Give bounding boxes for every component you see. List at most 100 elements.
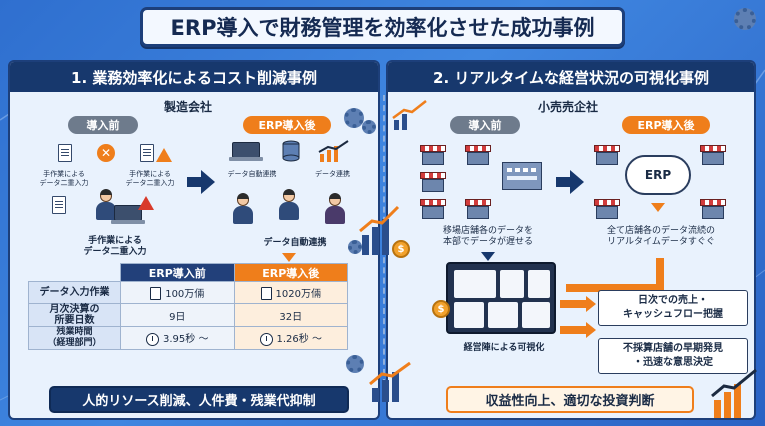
profitability-banner: 収益性向上、適切な投資判断: [446, 386, 694, 413]
comparison-table: ERP導入前 ERP導入後 データ入力作業 100万倆 1020万倆 月次決算の…: [28, 263, 348, 350]
dashboard-chart-card: [454, 302, 484, 328]
dashboard-screen: [446, 262, 556, 334]
flow-arrow: [560, 326, 586, 334]
dashboard-chart-card: [488, 302, 518, 328]
growth-chart-icon: [318, 140, 349, 162]
before-caption: 移場店舗各のデータを 本部でデータが遅せる: [442, 226, 533, 247]
store-icon: [420, 172, 446, 192]
row-after-cell: 1.26秒 ～: [233, 326, 348, 350]
row-label: データ入力作業: [28, 281, 121, 304]
before-pill: 導入前: [68, 116, 138, 134]
growth-chart-icon: [369, 362, 411, 402]
store-icon: [420, 199, 446, 219]
flow-arrow: [566, 284, 664, 292]
error-icon: ✕: [97, 144, 115, 162]
database-icon: [282, 140, 300, 162]
store-icon: [420, 145, 446, 165]
outcome-daily-sales: 日次での売上・ キャッシュフロー把握: [598, 290, 748, 326]
retailer-label: 小売売企社: [538, 100, 599, 114]
dashboard-caption: 経営陣による可視化: [463, 343, 545, 353]
gear-icon: [346, 355, 364, 373]
page-title: ERP導入で財務管理を効率化させた成功事例: [140, 7, 625, 47]
row-after-cell: 1020万倆: [233, 281, 348, 304]
notepad-icon: [150, 287, 162, 301]
down-arrow-icon: [481, 252, 495, 261]
growth-chart-icon: [392, 100, 427, 130]
dashboard-chart-card: [454, 270, 496, 298]
paper-stack-icon: [52, 196, 66, 214]
row-after-value: 32日: [233, 303, 348, 327]
flow-arrow-head: [586, 296, 596, 312]
cost-reduction-banner: 人的リソース削減、人件費・残業代抑制: [49, 386, 349, 413]
outcome-store-decisions: 不採算店舗の早期発見 ・迅速な意思決定: [598, 338, 748, 374]
clock-icon: [259, 332, 273, 346]
row-before-value: 3.95秒 ～: [163, 334, 209, 346]
clock-icon: [146, 332, 160, 346]
headquarters-icon: [502, 162, 542, 190]
before-note-1: 手作業による データ二重入力: [39, 170, 89, 187]
row-before-value: 9日: [120, 303, 235, 327]
after-caption: データ自動連携: [263, 238, 327, 248]
warning-icon: [156, 148, 172, 162]
table-header-row: ERP導入前 ERP導入後: [29, 263, 348, 282]
column-before-header: ERP導入前: [120, 263, 235, 282]
store-icon: [700, 199, 726, 219]
document-icon: [140, 144, 154, 162]
store-icon: [594, 199, 620, 219]
row-after-value: 1020万倆: [275, 288, 321, 300]
cost-reduction-heading: 1. 業務効率化によるコスト削減事例: [10, 62, 378, 92]
table-corner: [29, 264, 121, 282]
row-label: 月次決算の 所要日数: [28, 303, 121, 327]
gear-icon: [344, 108, 364, 128]
after-note-2: データ連携: [315, 170, 350, 178]
before-caption: 手作業による データ二重入力: [83, 236, 147, 257]
growth-chart-icon: [711, 368, 757, 418]
dashboard-chart-card: [500, 270, 524, 298]
store-icon: [700, 145, 726, 165]
staff-illustration: [324, 193, 346, 224]
table-row: 残業時間 （経理部門） 3.95秒 ～ 1.26秒 ～: [28, 326, 348, 350]
growth-chart-icon: [359, 205, 400, 255]
before-pill: 導入前: [450, 116, 520, 134]
store-icon: [594, 145, 620, 165]
flow-arrow: [656, 258, 664, 292]
warning-icon: [138, 196, 154, 210]
visualization-heading: 2. リアルタイムな経営状況の可視化事例: [388, 62, 754, 92]
after-note-1: データ自動連携: [227, 170, 277, 178]
monitor-icon: [229, 142, 263, 161]
down-arrow-icon: [282, 253, 296, 262]
row-before-cell: 100万倆: [120, 281, 235, 304]
transition-arrow-head: [201, 170, 215, 194]
dashboard-pie-card: [522, 302, 550, 328]
transition-arrow-head: [570, 170, 584, 194]
row-before-value: 100万倆: [165, 288, 205, 300]
store-icon: [465, 199, 491, 219]
document-icon: [58, 144, 72, 162]
staff-illustration: [278, 189, 300, 220]
laptop-icon: [111, 205, 145, 224]
down-arrow-icon: [651, 203, 665, 212]
flow-arrow: [560, 300, 586, 308]
row-after-value: 1.26秒 ～: [276, 334, 322, 346]
erp-cloud-icon: ERP: [625, 155, 691, 195]
after-pill: ERP導入後: [622, 116, 710, 134]
gear-icon: [362, 120, 376, 134]
row-before-cell: 3.95秒 ～: [120, 326, 235, 350]
manufacturer-label: 製造会社: [164, 100, 213, 114]
after-caption: 全て店舗各のデータ流続の リアルタイムデータすぐぐ: [606, 226, 715, 247]
flow-arrow-head: [586, 322, 596, 338]
table-row: 月次決算の 所要日数 9日 32日: [28, 303, 348, 327]
dashboard-pie-card: [528, 270, 550, 298]
coin-icon: $: [392, 240, 410, 258]
after-pill: ERP導入後: [243, 116, 331, 134]
column-after-header: ERP導入後: [233, 263, 348, 282]
row-label: 残業時間 （経理部門）: [28, 326, 121, 350]
store-icon: [465, 145, 491, 165]
worker-illustration: [95, 189, 117, 220]
staff-illustration: [232, 193, 254, 224]
transition-arrow: [556, 177, 572, 187]
before-note-2: 手作業による データ二重入力: [125, 170, 175, 187]
table-row: データ入力作業 100万倆 1020万倆: [28, 281, 348, 304]
transition-arrow: [187, 177, 203, 187]
